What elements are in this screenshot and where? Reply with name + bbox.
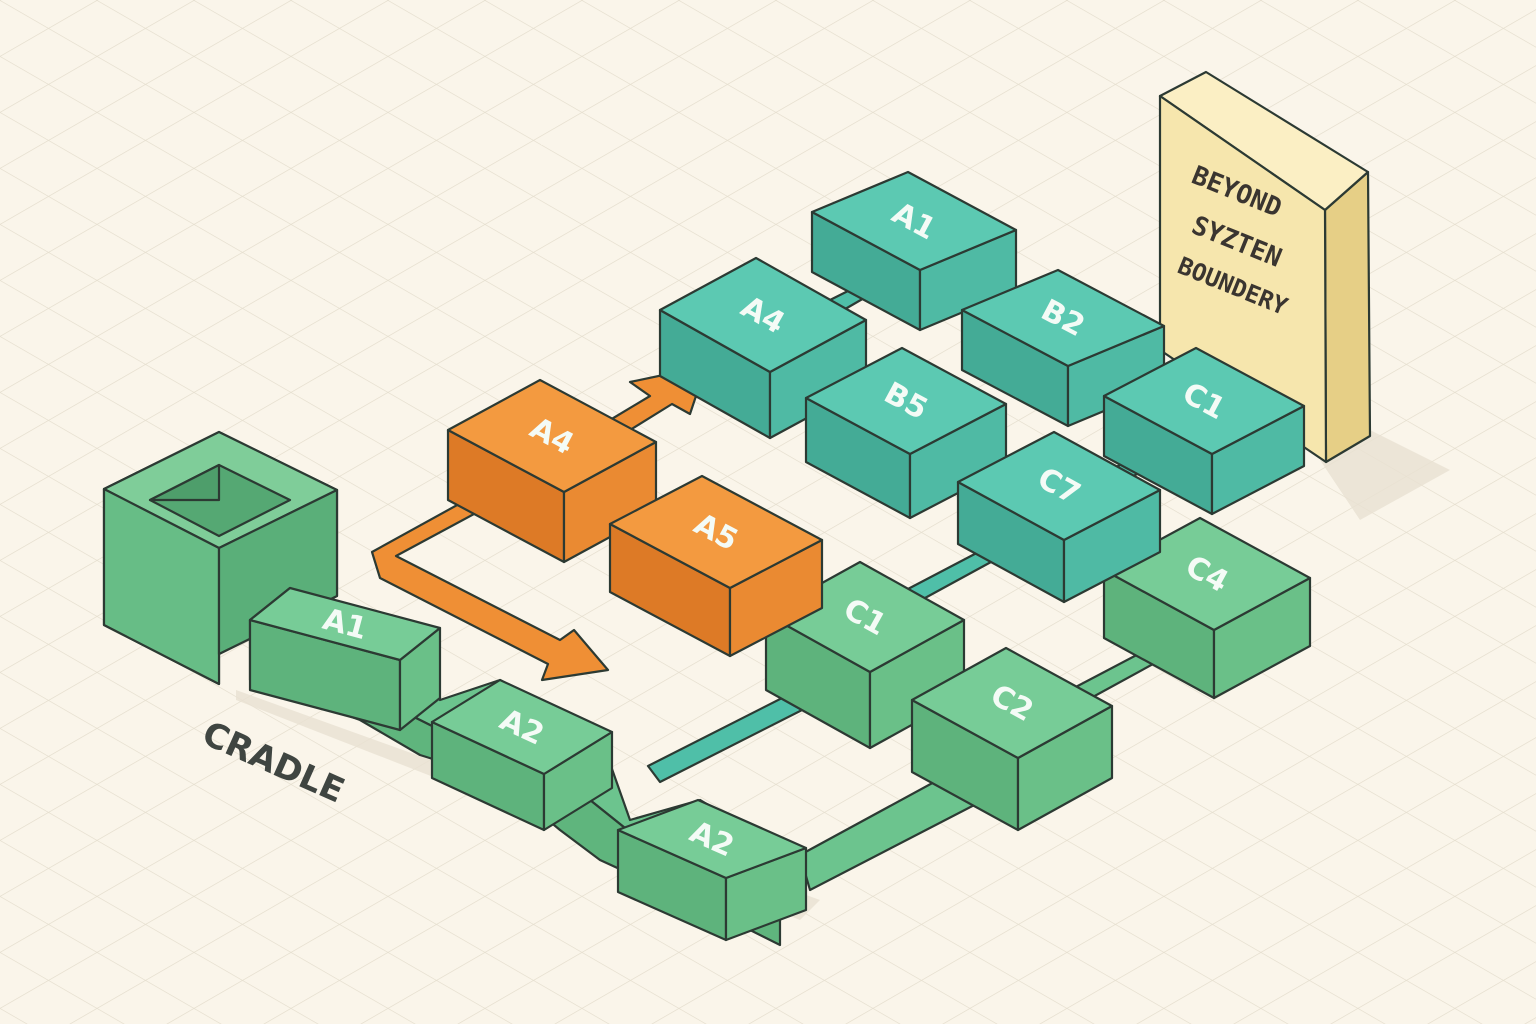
block-teal-c1: C1	[1102, 346, 1306, 516]
block-green-a1: A1	[248, 586, 442, 732]
block-orange-a4: A4	[446, 378, 658, 564]
block-teal-a4: A4	[658, 256, 868, 440]
block-top-face	[608, 474, 824, 590]
block-top-face	[1102, 346, 1306, 456]
block-green-a2-lower: A2	[616, 798, 808, 942]
block-top-face	[446, 378, 658, 494]
block-top-face	[910, 646, 1114, 760]
block-top-face	[804, 346, 1008, 456]
block-green-c2: C2	[910, 646, 1114, 832]
block-teal-b5: B5	[804, 346, 1008, 520]
block-top-face	[658, 256, 868, 374]
block-teal-b2: B2	[960, 268, 1166, 428]
block-top-face	[616, 798, 808, 880]
block-orange-a5: A5	[608, 474, 824, 658]
block-top-face	[810, 170, 1018, 272]
block-green-a2-upper: A2	[430, 678, 614, 832]
block-top-face	[960, 268, 1166, 368]
block-top-face	[248, 586, 442, 662]
block-teal-c7: C7	[956, 430, 1162, 604]
block-top-face	[956, 430, 1162, 542]
block-top-face	[430, 678, 614, 776]
